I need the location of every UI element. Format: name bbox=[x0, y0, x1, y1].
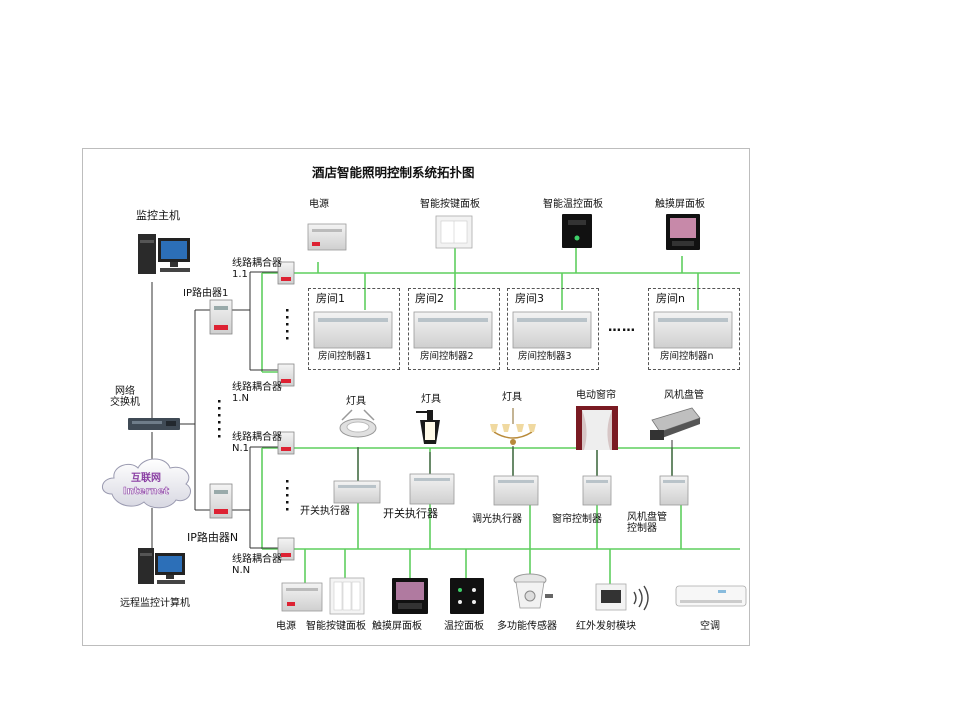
fan-coil-controller-label: 风机盘管 控制器 bbox=[627, 512, 667, 534]
room-2-name: 房间2 bbox=[415, 292, 444, 305]
monitor-host-label: 监控主机 bbox=[136, 209, 180, 222]
air-conditioner-icon bbox=[675, 585, 747, 607]
dimmer-actuator-label: 调光执行器 bbox=[472, 514, 522, 525]
chandelier-icon bbox=[490, 408, 536, 445]
power-bottom-label: 电源 bbox=[276, 621, 296, 632]
room-box-1 bbox=[308, 288, 400, 370]
ip-router-1-label: IP路由器1 bbox=[183, 288, 229, 299]
fan-coil-icon bbox=[650, 407, 701, 440]
key-panel-icon bbox=[329, 577, 365, 615]
diagram-title: 酒店智能照明控制系统拓扑图 bbox=[312, 165, 475, 180]
ir-module-icon bbox=[595, 583, 649, 611]
room-controller-1-label: 房间控制器1 bbox=[318, 351, 372, 362]
curtain-controller-label: 窗帘控制器 bbox=[552, 514, 602, 525]
temp-panel-label: 温控面板 bbox=[444, 621, 484, 632]
room-3-name: 房间3 bbox=[515, 292, 544, 305]
room-controller-2-label: 房间控制器2 bbox=[420, 351, 474, 362]
room-box-3 bbox=[507, 288, 599, 370]
coupler-n-n-icon bbox=[277, 537, 295, 561]
rooms-ellipsis: …… bbox=[608, 320, 636, 335]
ellipsis-dots bbox=[218, 309, 289, 511]
internet-label-en: Internet bbox=[122, 486, 170, 498]
room-controller-n-label: 房间控制器n bbox=[660, 351, 714, 362]
network-switch-label: 网络 交换机 bbox=[110, 386, 140, 408]
room-n-name: 房间n bbox=[656, 292, 685, 305]
touch-panel-label: 触摸屏面板 bbox=[372, 621, 422, 632]
wall-lamp-label: 灯具 bbox=[421, 394, 441, 405]
room-controller-3-label: 房间控制器3 bbox=[518, 351, 572, 362]
ip-router-1-icon bbox=[209, 299, 233, 335]
downlight-icon bbox=[339, 409, 377, 438]
coupler-n-1-icon bbox=[277, 431, 295, 455]
multi-sensor-icon bbox=[513, 573, 553, 609]
coupler-1-n-icon bbox=[277, 363, 295, 387]
smart-temp-panel-top-icon bbox=[562, 214, 592, 248]
coupler-n-n-label: 线路耦合器 N.N bbox=[232, 554, 282, 576]
wall-lamp-icon bbox=[416, 410, 440, 444]
smart-temp-top-label: 智能温控面板 bbox=[543, 199, 603, 210]
touch-screen-panel-top-icon bbox=[666, 214, 700, 250]
downlight-label: 灯具 bbox=[346, 396, 366, 407]
sensor-label: 多功能传感器 bbox=[497, 621, 557, 632]
network-wires bbox=[151, 271, 673, 553]
power-top-label: 电源 bbox=[309, 199, 329, 210]
network-switch-icon bbox=[128, 418, 180, 430]
touch-panel-icon bbox=[392, 578, 428, 614]
switch-actuator-2-label: 开关执行器 bbox=[383, 507, 438, 520]
coupler-n-1-label: 线路耦合器 N.1 bbox=[232, 432, 282, 454]
ip-router-n-icon bbox=[209, 483, 233, 519]
power-supply-bottom-icon bbox=[281, 582, 323, 612]
room-1-name: 房间1 bbox=[316, 292, 345, 305]
temp-panel-icon bbox=[450, 578, 484, 614]
internet-label-cn: 互联网 bbox=[131, 473, 161, 484]
curtain-label: 电动窗帘 bbox=[576, 390, 616, 401]
switch-actuator-1-label: 开关执行器 bbox=[300, 506, 350, 517]
room-box-2 bbox=[408, 288, 500, 370]
coupler-1-1-icon bbox=[277, 261, 295, 285]
ip-router-n-label: IP路由器N bbox=[187, 531, 239, 544]
room-box-n bbox=[648, 288, 740, 370]
remote-computer-label: 远程监控计算机 bbox=[120, 598, 190, 609]
chandelier-label: 灯具 bbox=[502, 392, 522, 403]
coupler-1-n-label: 线路耦合器 1.N bbox=[232, 382, 282, 404]
ac-label: 空调 bbox=[700, 621, 720, 632]
touch-top-label: 触摸屏面板 bbox=[655, 199, 705, 210]
power-supply-top-icon bbox=[307, 223, 347, 251]
ir-module-label: 红外发射模块 bbox=[576, 621, 636, 632]
curtain-icon bbox=[576, 406, 618, 450]
key-panel-label: 智能按键面板 bbox=[306, 621, 366, 632]
monitor-computer-icon bbox=[138, 234, 190, 274]
coupler-1-1-label: 线路耦合器 1.1 bbox=[232, 258, 282, 280]
fan-coil-label: 风机盘管 bbox=[664, 390, 704, 401]
smart-key-panel-top-icon bbox=[435, 215, 473, 249]
remote-computer-icon bbox=[138, 548, 185, 584]
diagram-frame bbox=[82, 148, 750, 646]
switch-actuator-1-icon bbox=[333, 480, 381, 504]
smart-panel-top-label: 智能按键面板 bbox=[420, 199, 480, 210]
internet-cloud-icon bbox=[102, 458, 191, 509]
